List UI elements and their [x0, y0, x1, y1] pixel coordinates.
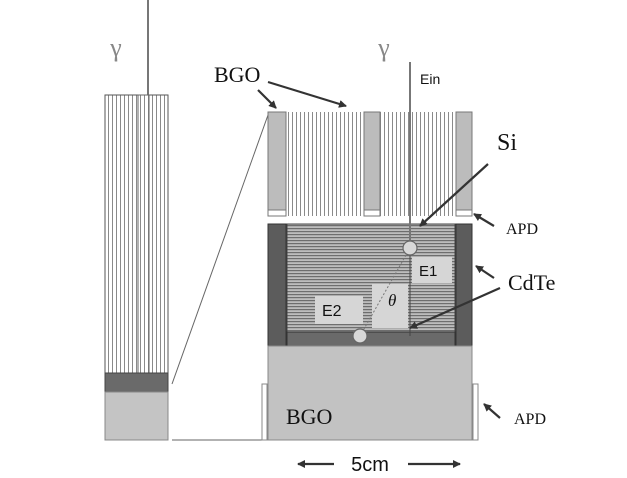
zoom-view	[261, 62, 479, 441]
side-view	[104, 0, 169, 441]
e2-label-box	[315, 296, 363, 324]
apd-pad-left	[267, 209, 287, 217]
arrow-bgo-right	[267, 80, 347, 108]
bgo-column-left	[267, 111, 287, 211]
e1-label: E1	[419, 263, 437, 280]
bgo-bottom-block	[267, 345, 473, 441]
interaction-point-si	[402, 240, 418, 256]
cdte-wall-left	[267, 223, 287, 347]
bgo-top-label: BGO	[214, 62, 260, 87]
arrow-si	[419, 163, 489, 227]
arrow-apd-bottom	[483, 403, 501, 419]
bgo-column-right	[455, 111, 473, 211]
apd-pad-center	[363, 209, 381, 217]
side-cdte-layer	[104, 372, 169, 393]
scatter-path	[359, 247, 411, 337]
si-label: Si	[497, 130, 517, 156]
side-stack	[104, 94, 169, 374]
apd-side-left	[261, 383, 268, 441]
arrow-apd-top	[473, 213, 495, 227]
interaction-point-cdte	[352, 328, 368, 344]
theta-label: θ	[388, 291, 396, 310]
scale-label: 5cm	[351, 454, 389, 476]
ein-label: Ein	[420, 71, 440, 87]
gamma-right-label: γ	[377, 33, 390, 62]
annotation-arrows	[257, 80, 501, 468]
gamma-left-label: γ	[109, 33, 122, 62]
zoom-line-top	[171, 114, 269, 385]
apd-side-right	[472, 383, 479, 441]
apd-pad-right	[455, 209, 473, 217]
cdte-label: CdTe	[508, 270, 555, 295]
arrow-bgo-left	[257, 89, 277, 109]
bgo-bottom-label: BGO	[286, 404, 332, 429]
theta-label-box	[372, 284, 408, 328]
cdte-wall-right	[455, 223, 473, 347]
apd-top-label: APD	[506, 221, 538, 238]
cdte-bottom-slab	[286, 331, 456, 347]
arrow-cdte-slab	[409, 286, 501, 330]
e1-label-box	[412, 257, 452, 283]
arrow-cdte-right	[475, 265, 495, 279]
e2-label: E2	[322, 303, 342, 320]
bgo-column-center	[363, 111, 381, 211]
apd-bottom-label: APD	[514, 411, 546, 428]
side-bgo-block	[104, 391, 169, 441]
